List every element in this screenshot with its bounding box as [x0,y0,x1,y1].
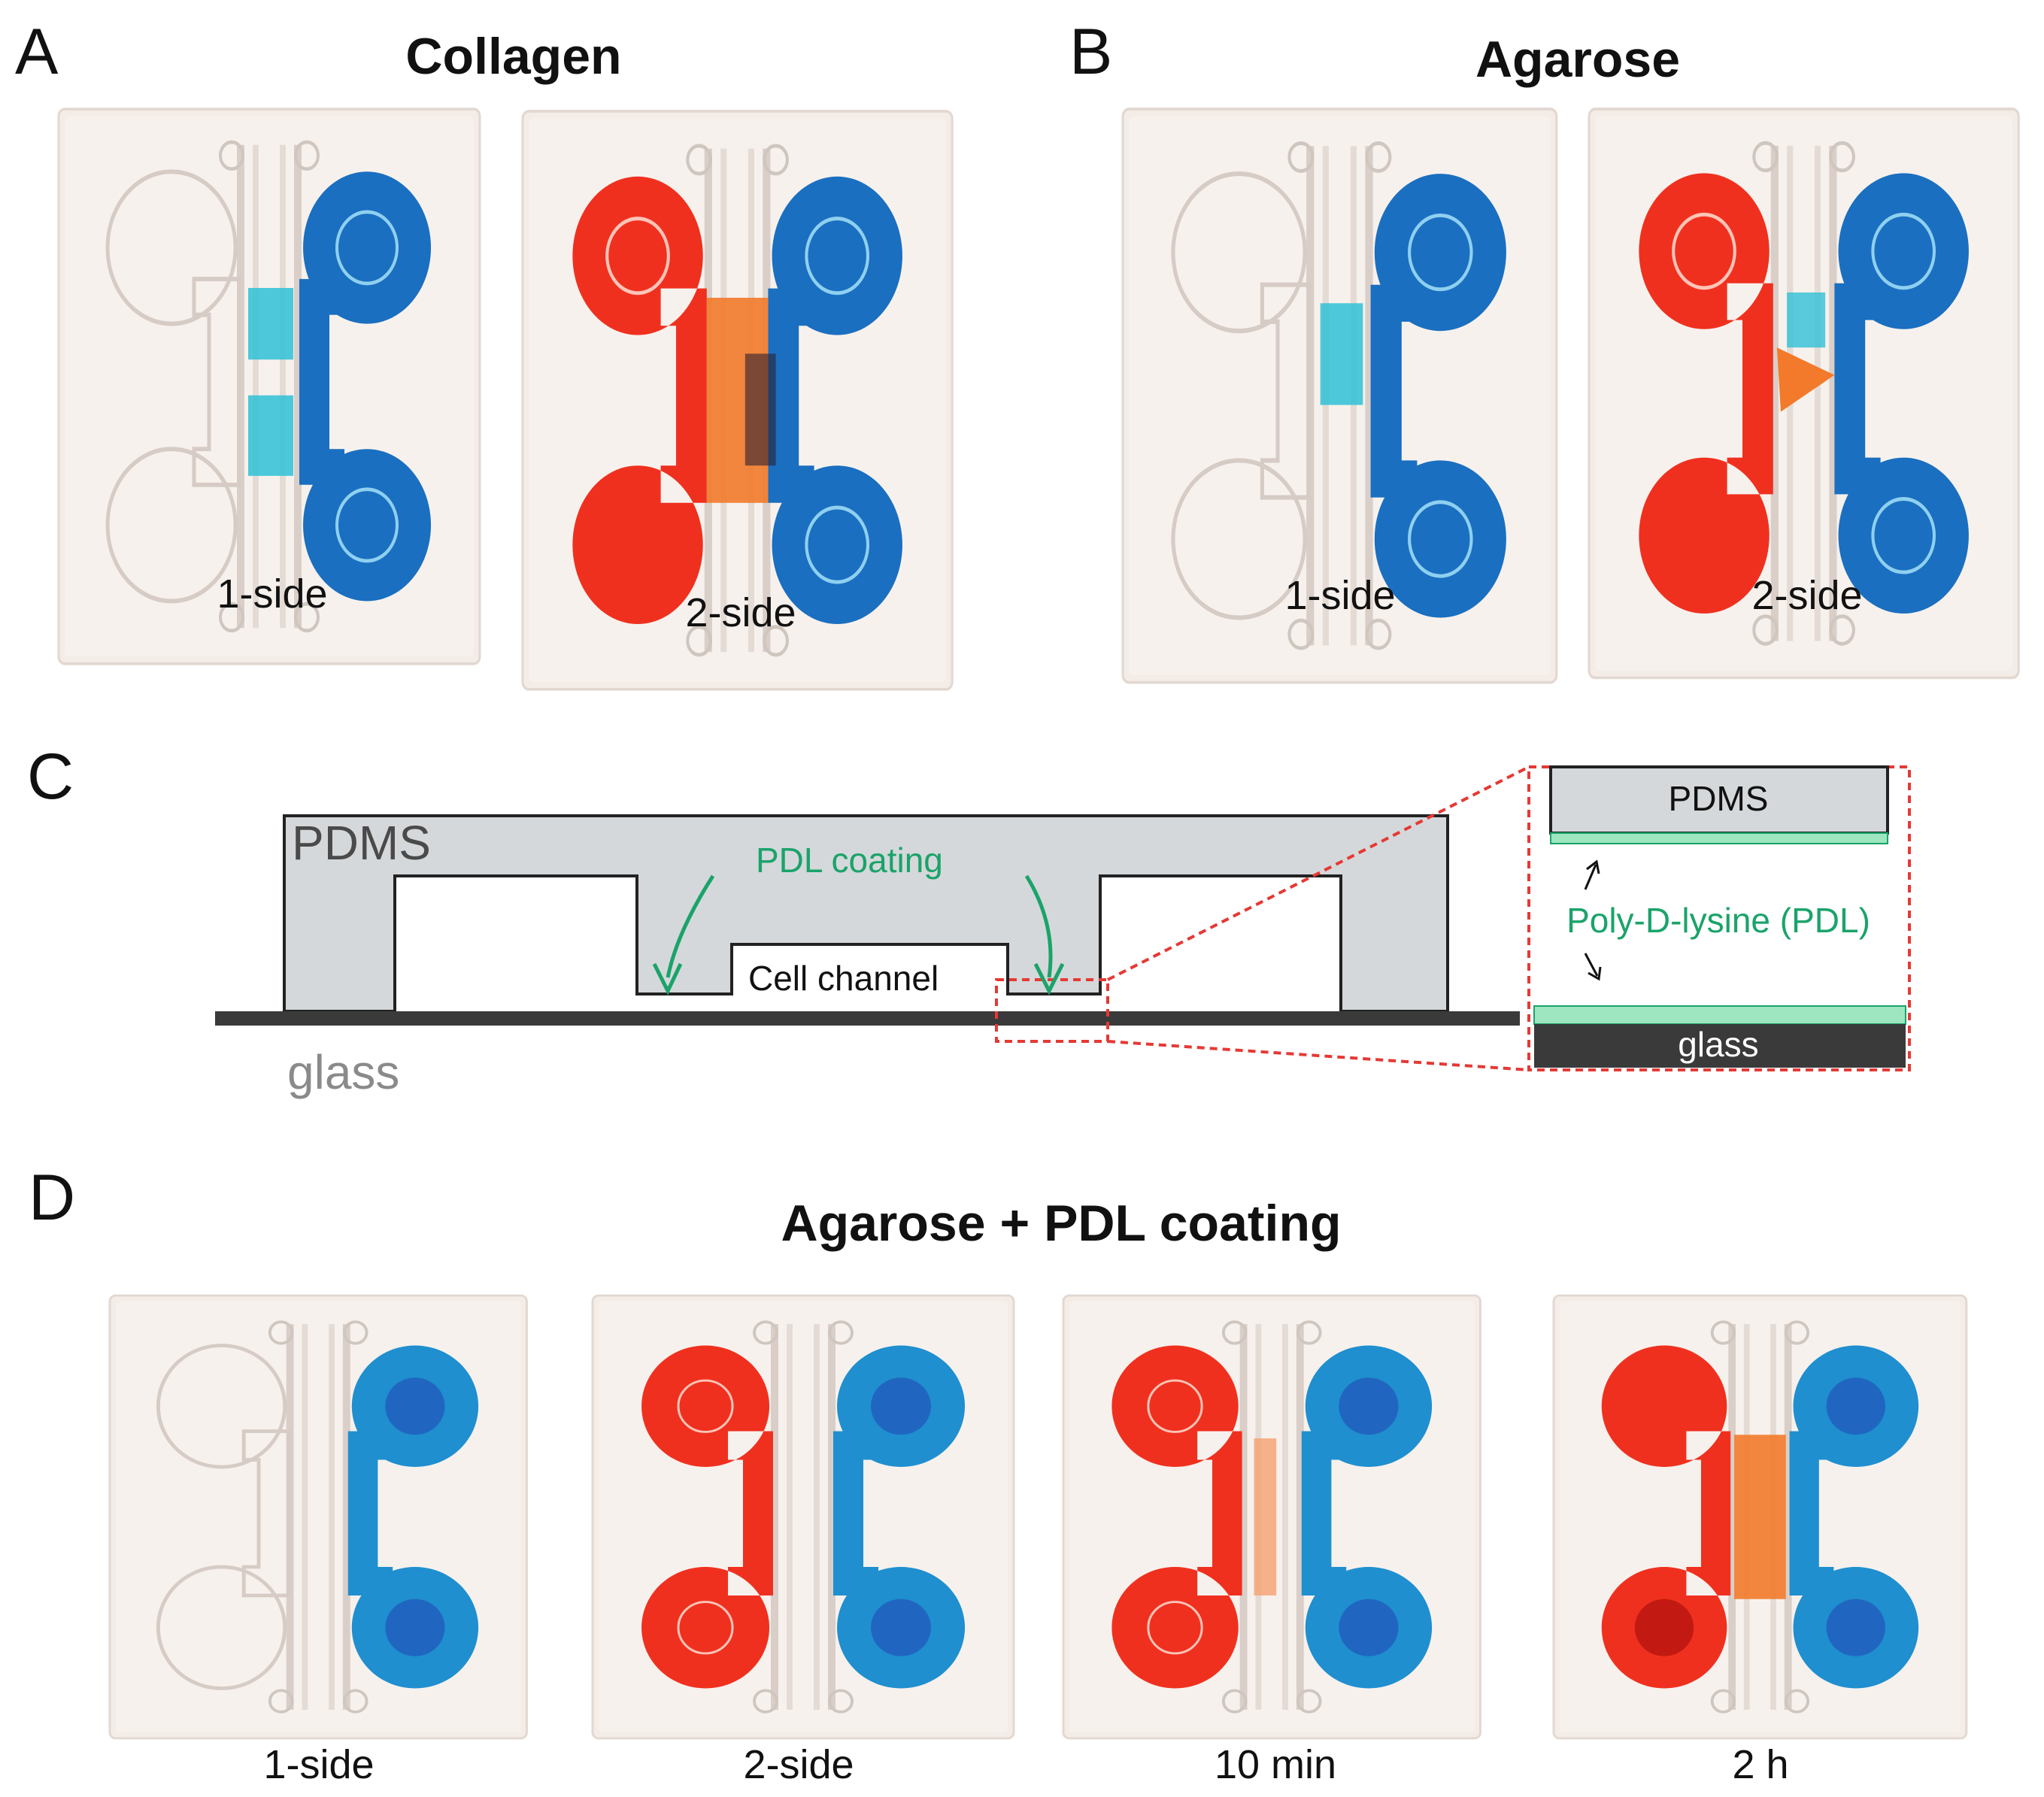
caption-d-1-side: 1-side [263,1742,374,1787]
chip-photo-agarose-1-side [1123,109,1557,683]
glass-slide [215,1011,1520,1026]
pdl-coating-label: PDL coating [756,841,943,880]
inset-arrowhead-up [1586,859,1600,874]
inset-arrowhead-down [1588,966,1602,981]
caption-a-1-side: 1-side [217,571,327,617]
panel-b-title: Agarose [1475,31,1680,88]
glass-label: glass [287,1045,399,1099]
inset-arrow-up [1584,864,1597,890]
chip-photo-pdl-2-h [1552,1294,1968,1740]
caption-d-2-side: 2-side [743,1742,854,1787]
coating-arrow-right [1024,874,1053,978]
inset-pdms-label: PDMS [1669,779,1769,818]
coating-arrowhead-left [652,962,683,995]
coating-arrow-left [666,874,715,978]
inset-arrow-down [1584,953,1599,977]
caption-d-2-h: 2 h [1732,1742,1788,1787]
caption-b-1-side: 1-side [1284,573,1395,618]
caption-a-2-side: 2-side [685,590,796,635]
panel-letter-c: C [27,741,74,813]
inset-pdl-top-layer [1550,832,1888,844]
chip-photo-pdl-1-side [108,1294,529,1740]
panel-d-title: Agarose + PDL coating [781,1195,1341,1252]
caption-b-2-side: 2-side [1751,573,1862,618]
zoom-leader-bottom [1107,1040,1530,1071]
coating-arrowhead-right [1033,962,1065,995]
inset-glass-label: glass [1678,1025,1758,1064]
panel-a-title: Collagen [405,28,621,85]
chip-photo-collagen-1-side [59,109,480,664]
zoom-inset: PDMS Poly-D-lysine (PDL) glass [1527,765,1911,1071]
inset-pdl-label: Poly-D-lysine (PDL) [1566,901,1870,940]
pdms-label: PDMS [292,816,431,870]
zoom-box [995,978,1109,1043]
inset-glass [1534,1024,1906,1068]
chip-photo-pdl-2-side [591,1294,1015,1740]
inset-pdl-bottom-layer [1533,1005,1906,1025]
zoom-leader-top [1107,765,1530,981]
inset-pdms [1549,765,1889,835]
cross-section-diagram: PDMS glass PDL coating Cell channel [215,765,1530,1099]
panel-letter-a: A [15,16,59,88]
panel-letter-b: B [1069,16,1112,88]
chip-photo-pdl-10-min [1062,1294,1482,1740]
chip-photo-collagen-2-side [523,111,952,689]
caption-d-10-min: 10 min [1215,1742,1336,1787]
panel-letter-d: D [29,1162,75,1234]
chip-photo-agarose-2-side [1589,109,2018,677]
cell-channel-label: Cell channel [748,959,939,998]
